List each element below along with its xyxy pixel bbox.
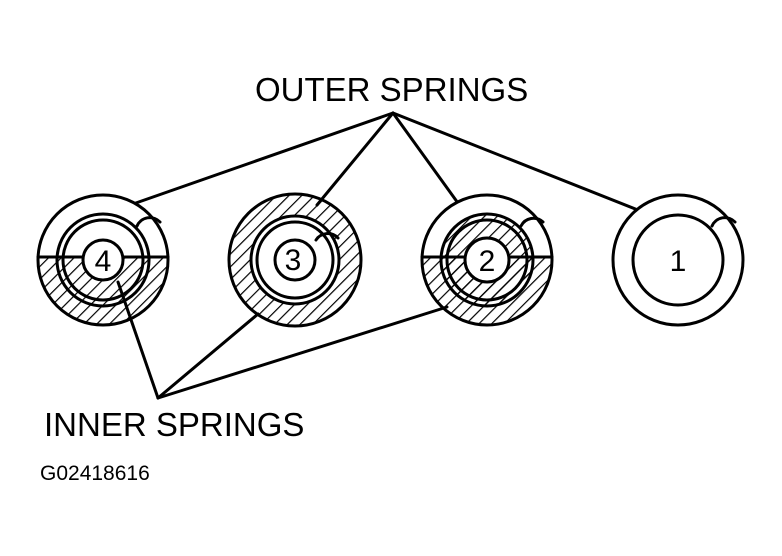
spring-2: 2 (420, 193, 554, 327)
leader-outer-1 (391, 111, 645, 214)
spring-number-1: 1 (670, 245, 687, 278)
leader-inner-4 (116, 280, 160, 400)
figure-code: G02418616 (40, 462, 150, 485)
spring-1: 1 (611, 193, 745, 327)
leader-outer-3 (315, 111, 395, 207)
outer-springs-leaders (131, 111, 645, 214)
outer-springs-label: OUTER SPRINGS (255, 71, 528, 108)
leader-outer-2 (391, 111, 465, 212)
leader-outer-4 (131, 111, 395, 206)
spring-4: 4 (36, 193, 170, 327)
leader-inner-3 (156, 312, 260, 400)
spring-number-2: 2 (479, 245, 496, 278)
inner-springs-label: INNER SPRINGS (44, 406, 304, 443)
spring-number-4: 4 (95, 245, 112, 278)
inner-springs-leaders (116, 280, 449, 400)
leader-inner-2 (156, 305, 449, 400)
spring-3: 3 (227, 192, 363, 328)
spring-number-3: 3 (285, 244, 302, 277)
